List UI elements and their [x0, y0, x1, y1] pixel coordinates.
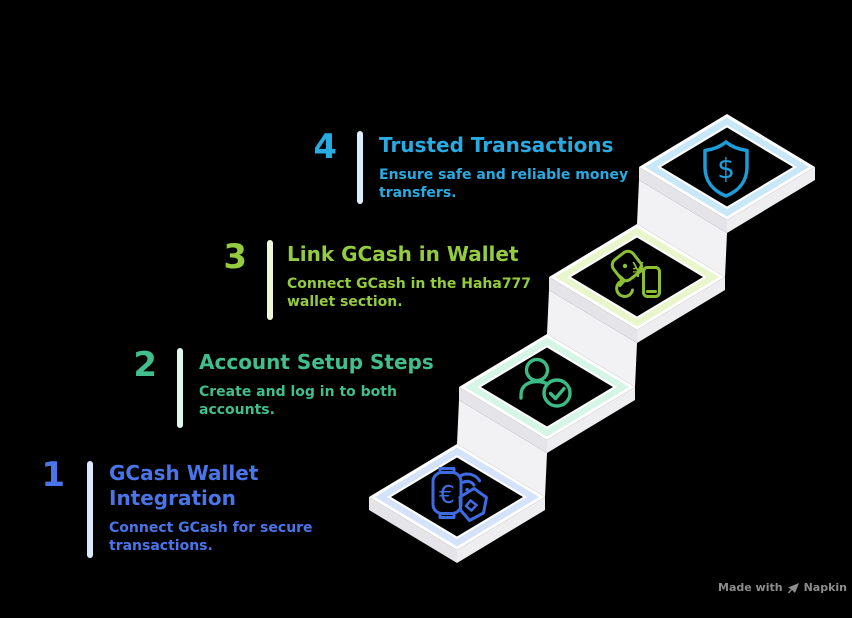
step-4-number: 4 — [313, 127, 337, 167]
step-3-accent-bar — [267, 240, 273, 320]
step-4-accent-bar — [357, 131, 363, 204]
currency-exchange-icon: ¥ — [610, 249, 661, 298]
step-3-description: Connect GCash in the Haha777 wallet sect… — [287, 276, 532, 310]
napkin-pen-icon — [787, 582, 799, 593]
step-4-description: Ensure safe and reliable money transfers… — [379, 167, 629, 201]
step-1-description: Connect GCash for secure transactions. — [109, 520, 313, 554]
platform-step-3: ¥ — [549, 224, 725, 343]
step-3-title: Link GCash in Wallet — [287, 242, 519, 266]
riser-4-3 — [637, 180, 727, 277]
watermark-brand: Napkin — [803, 581, 847, 594]
user-verified-icon — [519, 357, 572, 408]
riser-3-2 — [547, 290, 637, 387]
watermark: Made with Napkin — [718, 581, 847, 594]
platform-step-4: $ — [639, 114, 815, 233]
platform-step-2 — [459, 334, 635, 453]
contactless-payment-icon: € — [431, 467, 488, 522]
dollar-shield-icon: $ — [703, 140, 749, 198]
step-1-number: 1 — [41, 455, 65, 495]
riser-2-1 — [457, 400, 547, 497]
step-2-accent-bar — [177, 348, 183, 428]
svg-text:¥: ¥ — [632, 258, 645, 282]
step-2-number: 2 — [133, 345, 157, 385]
platform-step-1: € — [369, 444, 545, 563]
step-2-description: Create and log in to both accounts. — [199, 384, 397, 418]
watermark-prefix: Made with — [718, 581, 783, 594]
step-2-title: Account Setup Steps — [199, 350, 434, 374]
step-4-title: Trusted Transactions — [379, 133, 614, 157]
step-1-accent-bar — [87, 461, 93, 558]
step-1-title: GCash Wallet Integration — [109, 461, 259, 510]
step-3-number: 3 — [223, 237, 247, 277]
svg-text:€: € — [439, 480, 455, 509]
svg-text:$: $ — [717, 152, 735, 185]
